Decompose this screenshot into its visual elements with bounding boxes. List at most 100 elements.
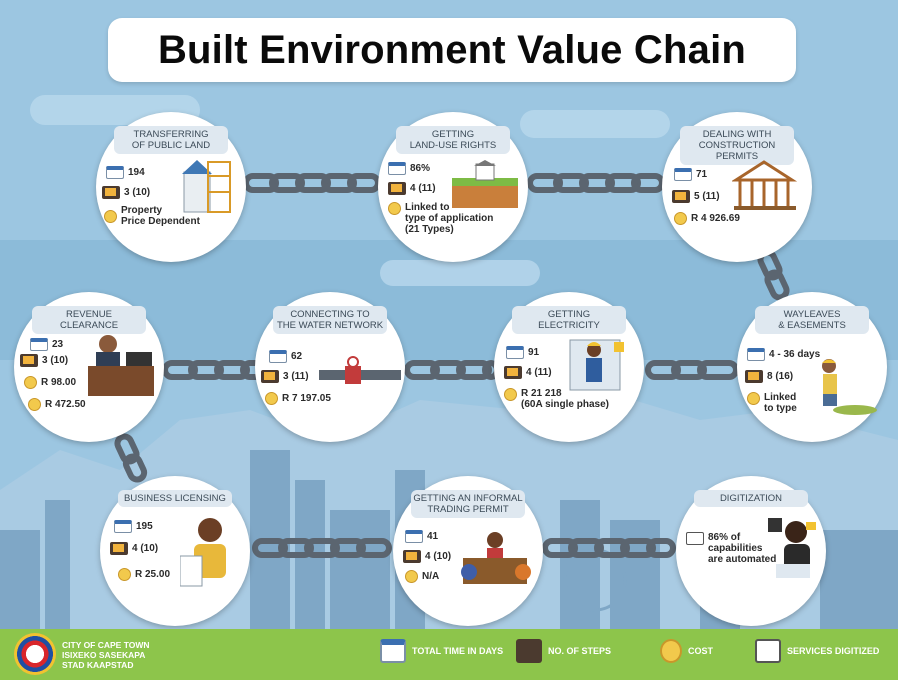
node-title: REVENUE CLEARANCE [32,306,146,334]
node-land-use-rights: GETTING LAND-USE RIGHTS 86% 4 (11) Linke… [378,112,528,262]
steps-row: 5 (11) [672,190,720,203]
coins-icon [265,392,278,405]
steps-row: 4 (10) [110,542,158,555]
cost-row: N/A [405,570,439,583]
node-informal-trading-permit: GETTING AN INFORMAL TRADING PERMIT 41 4 … [393,476,543,626]
digital-worker-icon [768,518,816,578]
time-row: 41 [405,530,438,543]
time-row: 23 [30,338,63,351]
time-row: 194 [106,166,145,179]
steps-row: 8 (16) [745,370,793,383]
cost-row: R 4 926.69 [674,212,740,225]
steps-row: 3 (10) [20,354,68,367]
node-title: GETTING ELECTRICITY [512,306,626,334]
legend-steps: NO. OF STEPS [516,639,611,663]
tablet-steps-icon [20,354,38,367]
tablet-steps-icon [110,542,128,555]
steps-row: 4 (11) [504,366,552,379]
city-of-cape-town-logo [14,633,56,675]
calendar-icon [405,530,423,543]
digitized-row: 86% of capabilities are automated [686,532,776,565]
node-title: WAYLEAVES & EASEMENTS [755,306,869,334]
node-revenue-clearance: REVENUE CLEARANCE 23 3 (10) R 98.00 R 47… [14,292,164,442]
steps-row: 4 (11) [388,182,436,195]
coins-icon [660,639,682,663]
coins-icon [405,570,418,583]
calendar-icon [388,162,406,175]
farmland-icon [452,160,518,208]
cost-row: Property Price Dependent [104,205,200,227]
time-row: 91 [506,346,539,359]
coins-icon [28,398,41,411]
node-business-licensing: BUSINESS LICENSING 195 4 (10) R 25.00 [100,476,250,626]
calendar-icon [674,168,692,181]
coins-icon [104,209,117,223]
coins-icon [504,388,517,401]
time-row: 195 [114,520,153,533]
calendar-icon [380,639,406,663]
node-wayleaves-easements: WAYLEAVES & EASEMENTS 4 - 36 days 8 (16)… [737,292,887,442]
tablet-steps-icon [403,550,421,563]
calendar-icon [269,350,287,363]
cloud [520,110,670,138]
legend-total-time: TOTAL TIME IN DAYS [380,639,503,663]
node-water-network: CONNECTING TO THE WATER NETWORK 62 3 (11… [255,292,405,442]
tablet-steps-icon [672,190,690,203]
steps-row: 3 (11) [261,370,309,383]
cost-row: R 98.00 [24,376,76,389]
checklist-person-icon [180,518,226,587]
node-digitization: DIGITIZATION 86% of capabilities are aut… [676,476,826,626]
organization-name: CITY OF CAPE TOWN ISIXEKO SASEKAPA STAD … [62,640,150,670]
legend-cost: COST [660,639,713,663]
coins-icon [747,392,760,405]
building-construction-icon [182,160,231,213]
node-title: DIGITIZATION [694,490,808,507]
tablet-steps-icon [516,639,542,663]
cost-row: R 7 197.05 [265,392,331,405]
chain-links [114,173,790,558]
legend-services-digitized: SERVICES DIGITIZED [755,639,879,663]
steps-row: 4 (10) [403,550,451,563]
cost-row: Linked to type [747,392,797,414]
chain-segment [645,360,739,380]
coins-icon [118,568,131,581]
tablet-steps-icon [102,186,120,199]
calendar-icon [106,166,124,179]
coins-icon [674,212,687,225]
laptop-icon [755,639,781,663]
chain-segment [252,538,392,558]
page-title: Built Environment Value Chain [157,27,747,72]
node-title: GETTING LAND-USE RIGHTS [396,126,510,154]
tablet-steps-icon [388,182,406,195]
title-banner: Built Environment Value Chain [108,18,796,82]
chain-segment [527,173,665,193]
cost-row: R 472.50 [28,398,86,411]
node-construction-permits: DEALING WITH CONSTRUCTION PERMITS 71 5 (… [662,112,812,262]
calendar-icon [114,520,132,533]
electrician-icon [569,339,624,391]
chain-segment-vertical [757,249,790,301]
chain-segment [162,360,270,380]
calendar-icon [747,348,765,361]
market-stall-icon [461,532,531,584]
steps-row: 3 (10) [102,186,150,199]
time-row: 86% [388,162,430,175]
tablet-steps-icon [261,370,279,383]
laptop-icon [686,532,704,545]
chain-segment [243,173,381,193]
calendar-icon [506,346,524,359]
node-title: CONNECTING TO THE WATER NETWORK [273,306,387,334]
cost-row: R 25.00 [118,568,170,581]
coins-icon [388,202,401,215]
node-transferring-public-land: TRANSFERRING OF PUBLIC LAND 194 3 (10) P… [96,112,246,262]
house-frame-icon [732,160,798,210]
node-title: TRANSFERRING OF PUBLIC LAND [114,126,228,154]
footer-legend-bar: CITY OF CAPE TOWN ISIXEKO SASEKAPA STAD … [0,629,898,680]
time-row: 71 [674,168,707,181]
calendar-icon [30,338,48,351]
coins-icon [24,376,37,389]
cost-row: Linked to type of application (21 Types) [388,202,493,235]
construction-worker-icon [822,359,877,415]
chain-segment [404,360,500,380]
